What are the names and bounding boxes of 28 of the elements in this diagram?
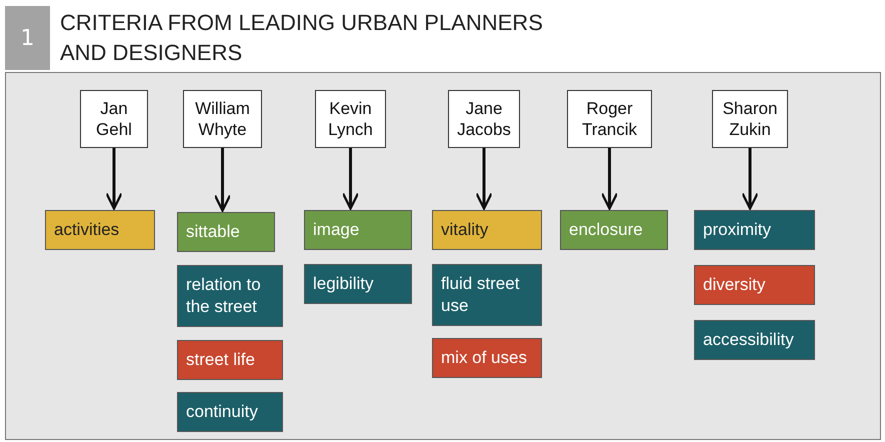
name-box: Jane Jacobs xyxy=(448,90,520,148)
name-box: William Whyte xyxy=(183,90,262,148)
criterion-box: relation to the street xyxy=(177,265,283,327)
arrow xyxy=(741,148,759,210)
criterion-box: activities xyxy=(45,210,155,250)
criterion-box: legibility xyxy=(304,264,412,304)
name-box: Jan Gehl xyxy=(80,90,148,148)
arrow xyxy=(105,148,123,210)
name-box: Roger Trancik xyxy=(567,90,652,148)
criterion-box: accessibility xyxy=(694,320,815,360)
criterion-box: image xyxy=(304,210,412,250)
title: CRITERIA FROM LEADING URBAN PLANNERS AND DESIGNERS xyxy=(60,9,544,67)
arrow xyxy=(600,148,618,210)
criterion-box: proximity xyxy=(694,210,815,250)
section-number: 1 xyxy=(5,6,50,70)
name-box: Kevin Lynch xyxy=(315,90,386,148)
criterion-box: mix of uses xyxy=(432,338,542,378)
name-box: Sharon Zukin xyxy=(712,90,788,148)
arrow xyxy=(214,148,232,212)
criterion-box: sittable xyxy=(177,212,275,252)
arrow xyxy=(342,148,360,210)
criterion-box: vitality xyxy=(432,210,542,250)
arrow xyxy=(475,148,493,210)
criterion-box: continuity xyxy=(177,392,283,432)
criterion-box: diversity xyxy=(694,265,815,305)
criterion-box: fluid street use xyxy=(432,264,542,326)
criterion-box: enclosure xyxy=(560,210,668,250)
criterion-box: street life xyxy=(177,340,283,380)
